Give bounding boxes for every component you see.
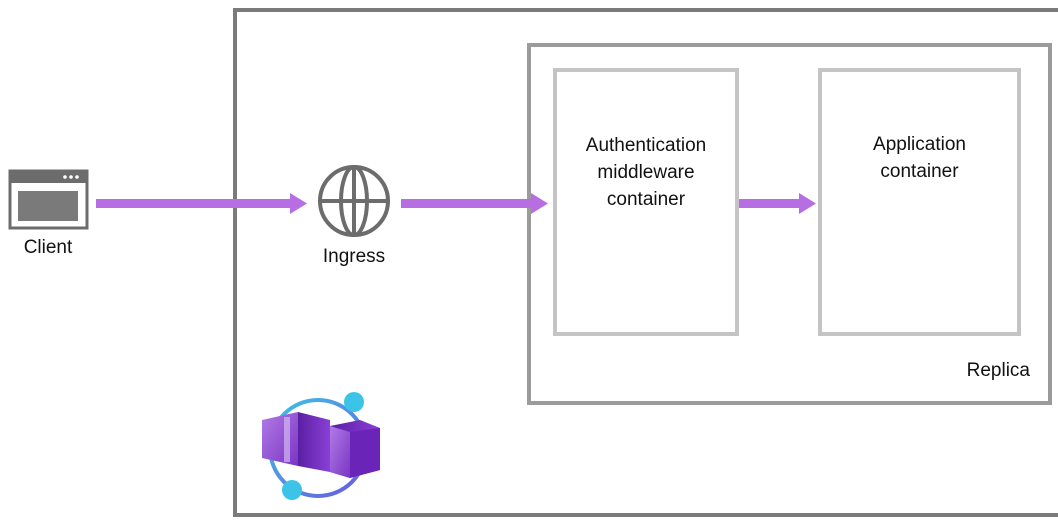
auth-middleware-container-label: Authentication middleware container xyxy=(585,134,707,210)
browser-window-icon xyxy=(8,169,89,230)
arrow-ingress-to-auth xyxy=(401,193,548,214)
ingress-label: Ingress xyxy=(322,246,386,267)
auth-middleware-container-box: Authentication middleware container xyxy=(553,68,739,336)
replica-box xyxy=(527,43,1052,405)
globe-icon xyxy=(318,165,390,237)
container-apps-icon xyxy=(262,392,380,500)
arrow-auth-to-app xyxy=(739,193,816,214)
application-container-label: Application container xyxy=(873,134,966,182)
container-apps-environment-box xyxy=(233,8,1058,517)
application-container-box: Application container xyxy=(818,68,1021,336)
replica-label: Replica xyxy=(966,360,1030,381)
arrow-client-to-ingress xyxy=(96,193,307,214)
client-label: Client xyxy=(23,237,73,258)
